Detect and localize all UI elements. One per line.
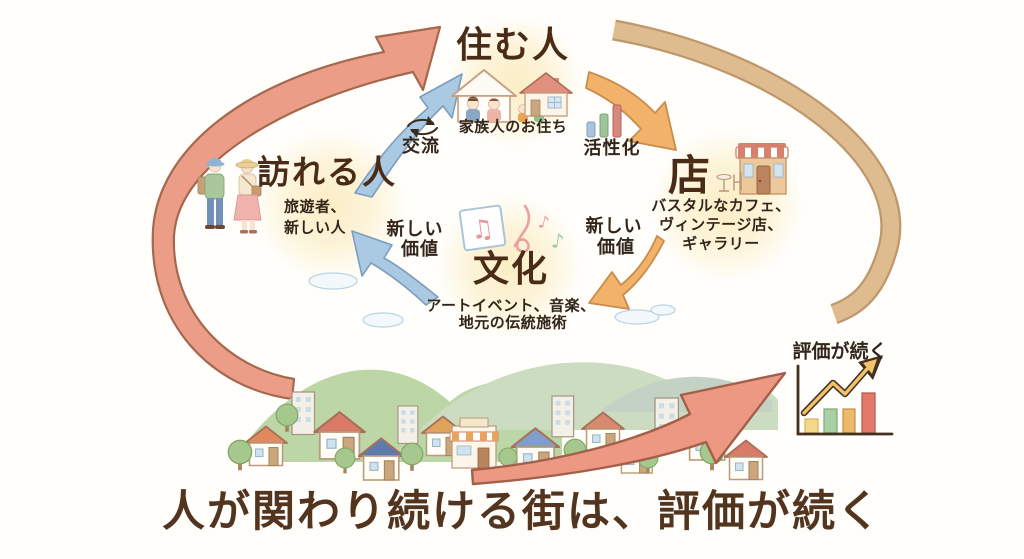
cycle-arrow-left-swoosh [151,25,442,401]
result-label: 評価が続く [792,340,888,363]
footer-caption: 人が関わり続ける街は、評価が続く [162,487,882,537]
exchange-label: 交流 [402,136,440,157]
shops-caption-line2: ヴィンテージ店、 [659,215,783,234]
culture-caption-line1: アートイベント、音楽、 [426,296,596,315]
svg-text:♪: ♪ [550,228,566,254]
new-value-right-line2: 価値 [597,237,635,258]
visitors-caption-line1: 旅遊者、 [283,197,347,216]
music-notes-icon: ♫ ♪ ♪ [458,204,566,254]
activation-bars-icon [586,104,622,138]
svg-text:♪: ♪ [536,212,551,234]
new-value-left-line2: 価値 [401,239,439,260]
shop-icon [716,143,789,195]
residents-caption: 家族人のお住ち [458,117,568,136]
cycle-arc-right [612,19,902,324]
exchange-arrows-icon [407,116,438,138]
growth-chart-icon [796,355,894,436]
activation-label: 活性化 [583,138,641,159]
visitors-title: 訪れる人 [257,152,397,192]
culture-title: 文化 [472,249,550,290]
arrow-residents-to-shops [585,71,677,151]
cycle-arrow-town-to-result [470,371,787,486]
visitors-caption-line2: 新しい人 [283,218,347,237]
new-value-right-line1: 新しい [585,216,643,237]
arrow-shops-to-culture [588,235,665,310]
clouds [308,272,676,328]
svg-text:♫: ♫ [469,214,496,247]
family-house-icon [451,69,573,123]
culture-caption-line2: 地元の伝統施術 [458,313,568,332]
arrow-culture-to-visitors [351,230,439,306]
town-shop [449,417,499,469]
shops-caption-line3: ギャラリー [682,234,760,253]
shops-title: 店 [667,151,713,200]
new-value-left-line1: 新しい [386,219,444,240]
travelers-icon [197,158,262,234]
residents-title: 住む人 [455,25,571,66]
shops-caption-line1: バスタルなカフェ、 [651,196,791,215]
